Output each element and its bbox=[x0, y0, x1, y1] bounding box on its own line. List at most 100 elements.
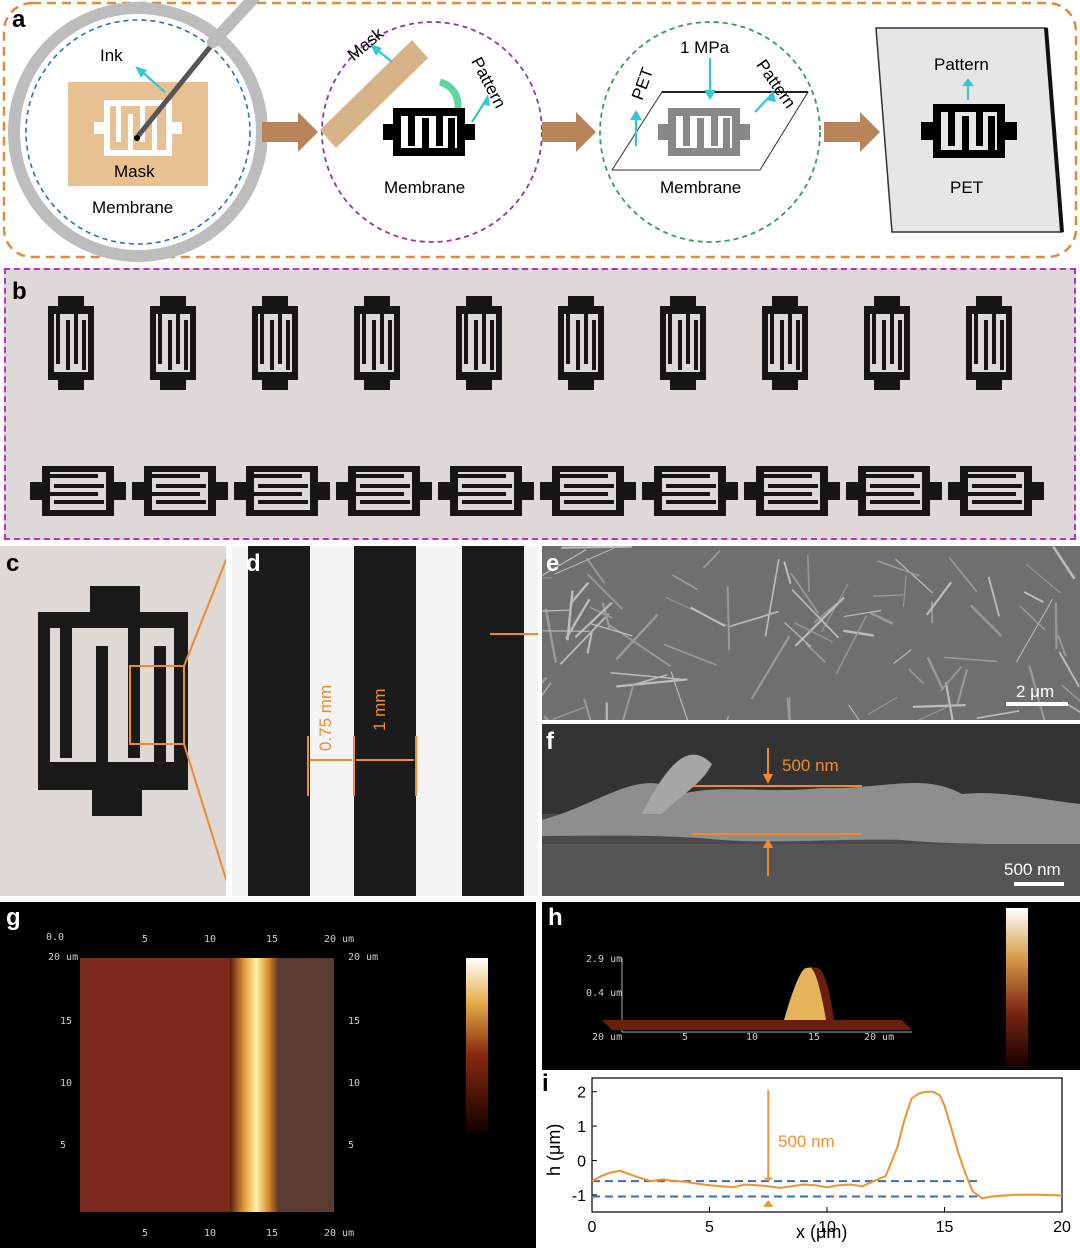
z-tick-mid: 0.4 um bbox=[586, 988, 623, 999]
pattern-icon bbox=[383, 108, 475, 156]
label-ink: Ink bbox=[100, 46, 123, 65]
x-tick-label: 0 bbox=[588, 1219, 597, 1236]
top-tick: 5 bbox=[142, 934, 149, 945]
panel-label-e: e bbox=[546, 550, 560, 577]
nanosheet-flake bbox=[786, 697, 791, 720]
nanosheet-flake bbox=[873, 594, 904, 597]
nanosheet-flake bbox=[794, 596, 845, 647]
right-tick: 10 bbox=[348, 1078, 361, 1089]
nanosheet-flake bbox=[702, 550, 721, 569]
flow-arrow-1 bbox=[262, 112, 318, 152]
panel-e-sem bbox=[542, 546, 1080, 720]
nanosheet-flake bbox=[615, 613, 659, 661]
panel-d: 0.75 mm 1 mm d bbox=[232, 546, 538, 896]
height-colorbar-h bbox=[1006, 908, 1028, 1068]
x-tick-label: 15 bbox=[936, 1219, 954, 1236]
nanosheet-flake bbox=[787, 714, 792, 720]
pattern-horizontal bbox=[540, 466, 636, 516]
pattern-horizontal bbox=[234, 466, 330, 516]
panel-label-c: c bbox=[6, 550, 20, 577]
nanosheet-flake bbox=[867, 696, 898, 715]
nanosheet-flake bbox=[566, 590, 574, 641]
nanosheet-flake bbox=[670, 671, 689, 720]
nanosheet-flake bbox=[561, 546, 632, 549]
pattern-vertical bbox=[252, 296, 298, 390]
annotation-arrowhead-top bbox=[763, 1177, 774, 1182]
pattern-horizontal bbox=[132, 466, 228, 516]
height-colorbar bbox=[466, 958, 488, 1132]
nanosheet-flake bbox=[1028, 665, 1046, 720]
panel-label-d: d bbox=[246, 550, 261, 577]
pressed-pattern-icon bbox=[658, 108, 750, 156]
x-tick-label: 10 bbox=[818, 1219, 836, 1236]
nanosheet-flake bbox=[939, 666, 963, 692]
y-tick-label: 0 bbox=[577, 1153, 586, 1170]
nanosheet-flake bbox=[917, 706, 948, 720]
z-tick-top: 2.9 um bbox=[586, 954, 623, 965]
nanosheet-flake bbox=[805, 642, 826, 663]
pattern-vertical bbox=[150, 296, 196, 390]
pattern-horizontal bbox=[846, 466, 942, 516]
nanosheet-flake bbox=[813, 602, 837, 624]
nanosheet-flake bbox=[726, 586, 731, 651]
nanosheet-flake bbox=[902, 575, 907, 608]
bottom-tick: 10 bbox=[204, 1228, 217, 1239]
nanosheet-flake bbox=[565, 598, 591, 640]
pattern-vertical bbox=[864, 296, 910, 390]
panel-label-h: h bbox=[548, 904, 563, 931]
mask-cutout-pattern bbox=[94, 100, 182, 156]
pattern-vertical bbox=[558, 296, 604, 390]
pattern-horizontal bbox=[438, 466, 534, 516]
x-tick-label: 5 bbox=[705, 1219, 714, 1236]
axis-origin: 0.0 bbox=[46, 932, 65, 943]
label-mask-1: Mask bbox=[114, 162, 155, 181]
nanosheet-flake bbox=[1025, 563, 1061, 594]
pattern-horizontal bbox=[948, 466, 1044, 516]
nanosheet-flake bbox=[976, 710, 1020, 719]
x-tick-3: 15 bbox=[808, 1032, 821, 1043]
panel-b-photo bbox=[30, 296, 1044, 516]
electrode-pattern bbox=[38, 586, 188, 816]
nanosheet-flake bbox=[794, 622, 833, 643]
nanosheet-flake bbox=[587, 573, 624, 610]
nanosheet-flake bbox=[591, 623, 633, 637]
label-pet-4: PET bbox=[950, 178, 984, 197]
nanosheet-flake bbox=[925, 581, 952, 616]
pattern-vertical bbox=[966, 296, 1012, 390]
panel-label-b: b bbox=[12, 278, 27, 305]
nanosheet-flake bbox=[956, 668, 969, 705]
panel-c: c bbox=[0, 546, 226, 896]
nanosheet-flake bbox=[726, 715, 730, 720]
nanosheet-flake bbox=[542, 682, 552, 697]
panel-f-sem bbox=[542, 724, 1080, 896]
nanosheet-flake bbox=[1023, 591, 1044, 603]
scale-bar-f bbox=[1014, 882, 1064, 886]
nanosheet-flake bbox=[1015, 598, 1054, 663]
x-tick-2: 10 bbox=[746, 1032, 759, 1043]
transferred-pattern-icon bbox=[921, 104, 1017, 158]
nanosheet-flake bbox=[843, 609, 882, 618]
nanosheet-flake bbox=[987, 576, 1001, 617]
nanosheet-flake bbox=[895, 558, 934, 594]
y-axis-label: h (μm) bbox=[544, 1123, 564, 1176]
nanosheet-flake bbox=[1052, 546, 1076, 580]
left-tick: 15 bbox=[60, 1016, 73, 1027]
pattern-horizontal bbox=[30, 466, 126, 516]
pattern-vertical bbox=[354, 296, 400, 390]
pattern-horizontal bbox=[642, 466, 738, 516]
x-tick-1: 5 bbox=[682, 1032, 689, 1043]
nanosheet-flake bbox=[559, 613, 610, 665]
right-tick: 5 bbox=[348, 1140, 355, 1151]
panel-label-i: i bbox=[542, 1070, 549, 1097]
bottom-tick: 5 bbox=[142, 1228, 149, 1239]
panel-e: 2 μm e bbox=[542, 546, 1080, 720]
right-tick: 20 um bbox=[348, 952, 379, 963]
left-tick: 5 bbox=[60, 1140, 67, 1151]
nanosheet-flake bbox=[843, 629, 874, 637]
x-axis-label: x (μm) bbox=[796, 1222, 848, 1242]
nanosheet-flake bbox=[1058, 651, 1080, 688]
annotation-arrowhead-bottom bbox=[763, 1199, 774, 1207]
nanosheet-flake bbox=[542, 609, 570, 612]
step1-dish bbox=[8, 0, 268, 262]
